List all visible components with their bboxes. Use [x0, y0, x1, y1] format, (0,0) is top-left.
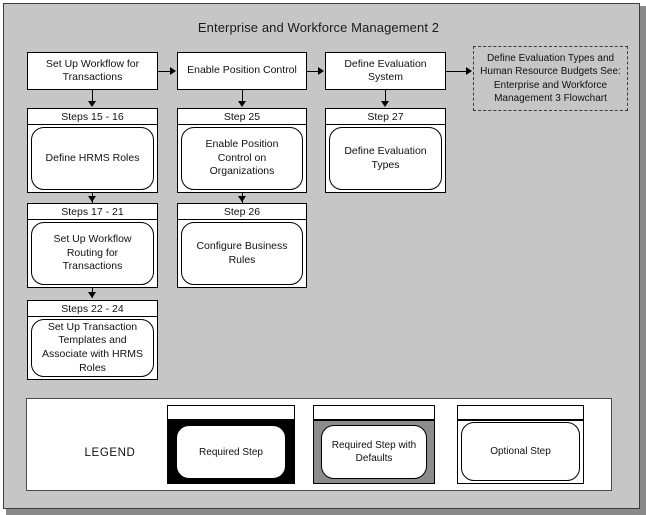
- step-box-body: Define Evaluation Types: [326, 126, 445, 192]
- top-box-set-up-workflow[interactable]: Set Up Workflow for Transactions: [27, 52, 158, 90]
- legend-item-optional-step: Optional Step: [457, 405, 584, 484]
- connector-v-c1-a: [92, 90, 93, 102]
- arrowhead-down-c2-a: [238, 101, 246, 107]
- step-box-shape: Set Up Workflow Routing for Transactions: [31, 222, 154, 285]
- arrowhead-down-c1-b: [88, 196, 96, 202]
- connector-v-c2-a: [242, 90, 243, 102]
- step-box-header: Step 26: [178, 204, 306, 220]
- legend-item-header: [167, 405, 295, 420]
- top-box-enable-position-control[interactable]: Enable Position Control: [177, 52, 307, 90]
- connector-h-3: [446, 71, 467, 72]
- top-box-label: Enable Position Control: [187, 64, 297, 77]
- step-box-label: Define Evaluation Types: [344, 144, 427, 171]
- step-box-shape: Define HRMS Roles: [31, 127, 154, 190]
- step-box-header: Step 27: [326, 109, 445, 125]
- step-box-label: Set Up Transaction Templates and Associa…: [42, 320, 143, 374]
- page-title: Enterprise and Workforce Management 2: [197, 20, 440, 35]
- step-box-set-up-workflow-routing[interactable]: Steps 17 - 21 Set Up Workflow Routing fo…: [27, 203, 158, 288]
- arrowhead-right-2: [318, 67, 324, 75]
- reference-box-label: Define Evaluation Types and Human Resour…: [480, 53, 621, 104]
- step-box-enable-position-control-on-orgs[interactable]: Step 25 Enable Position Control on Organ…: [177, 108, 307, 193]
- top-box-label: Set Up Workflow for Transactions: [45, 57, 140, 83]
- step-box-body: Configure Business Rules: [178, 221, 306, 287]
- legend-item-header: [313, 405, 435, 420]
- arrowhead-right-1: [170, 67, 176, 75]
- step-box-header: Steps 22 - 24: [28, 301, 157, 317]
- step-box-label: Set Up Workflow Routing for Transactions: [53, 233, 132, 273]
- step-box-label: Define HRMS Roles: [45, 151, 140, 164]
- arrowhead-down-c3-a: [381, 101, 389, 107]
- connector-h-2: [307, 71, 319, 72]
- legend-item-shape: Required Step: [176, 425, 286, 479]
- step-box-define-hrms-roles[interactable]: Steps 15 - 16 Define HRMS Roles: [27, 108, 158, 193]
- step-box-body: Set Up Transaction Templates and Associa…: [28, 318, 157, 379]
- arrowhead-down-c1-c: [88, 292, 96, 298]
- step-box-label: Enable Position Control on Organizations: [205, 138, 279, 178]
- legend-item-label: Optional Step: [490, 446, 551, 457]
- legend-item-required-step-with-defaults: Required Step with Defaults: [313, 405, 435, 484]
- legend-item-shape: Required Step with Defaults: [321, 425, 427, 479]
- step-box-body: Define HRMS Roles: [28, 126, 157, 192]
- legend-item-body: Required Step with Defaults: [313, 420, 435, 484]
- step-box-shape: Set Up Transaction Templates and Associa…: [31, 319, 154, 377]
- legend-item-required-step: Required Step: [167, 405, 295, 484]
- step-box-body: Enable Position Control on Organizations: [178, 126, 306, 192]
- step-box-configure-business-rules[interactable]: Step 26 Configure Business Rules: [177, 203, 307, 288]
- legend-item-label: Required Step with Defaults: [331, 440, 417, 464]
- step-box-label: Configure Business Rules: [196, 239, 288, 266]
- step-box-body: Set Up Workflow Routing for Transactions: [28, 221, 157, 287]
- arrowhead-right-3: [466, 67, 472, 75]
- top-box-label: Define Evaluation System: [344, 57, 427, 83]
- step-box-set-up-transaction-templates[interactable]: Steps 22 - 24 Set Up Transaction Templat…: [27, 300, 158, 380]
- step-box-define-evaluation-types[interactable]: Step 27 Define Evaluation Types: [325, 108, 446, 193]
- step-box-shape: Define Evaluation Types: [329, 127, 442, 190]
- step-box-header: Steps 17 - 21: [28, 204, 157, 220]
- legend-item-body: Required Step: [167, 420, 295, 484]
- step-box-header: Step 25: [178, 109, 306, 125]
- step-box-header: Steps 15 - 16: [28, 109, 157, 125]
- legend-item-label: Required Step: [199, 446, 263, 458]
- arrowhead-down-c1-a: [88, 101, 96, 107]
- reference-box-evaluation-types[interactable]: Define Evaluation Types and Human Resour…: [473, 46, 628, 111]
- step-box-shape: Enable Position Control on Organizations: [181, 127, 303, 190]
- connector-v-c3-a: [385, 90, 386, 102]
- legend-title: LEGEND: [84, 447, 136, 459]
- legend-item-body: Optional Step: [457, 420, 584, 484]
- connector-h-1: [158, 71, 171, 72]
- top-box-define-evaluation-system[interactable]: Define Evaluation System: [325, 52, 446, 90]
- legend-item-header: [457, 405, 584, 420]
- legend-item-shape: Optional Step: [461, 422, 580, 481]
- step-box-shape: Configure Business Rules: [181, 222, 303, 285]
- arrowhead-down-c2-b: [238, 196, 246, 202]
